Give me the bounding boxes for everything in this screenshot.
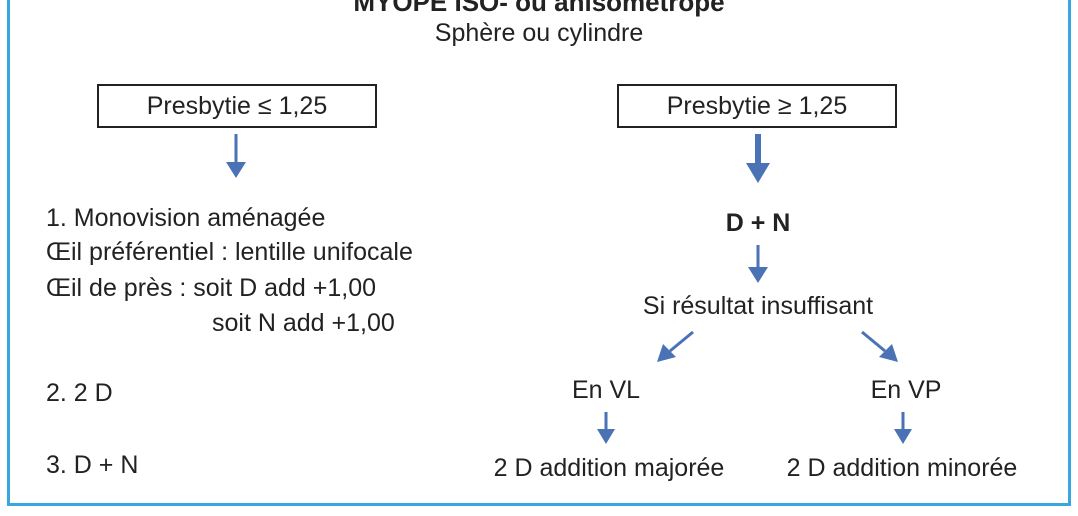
- box-presbytie-low-label: Presbytie ≤ 1,25: [146, 92, 328, 120]
- arrow-down-icon: [226, 134, 246, 178]
- arrow-down-bold-icon: [746, 134, 770, 183]
- monovision-title: 1. Monovision aménagée: [46, 204, 326, 232]
- result-addition-minoree: 2 D addition minorée: [786, 454, 1018, 482]
- branch-vl: En VL: [571, 376, 641, 404]
- box-presbytie-high: Presbytie ≥ 1,25: [617, 84, 897, 128]
- condition-insufficient: Si résultat insuffisant: [642, 292, 874, 320]
- step-d-plus-n: D + N: [725, 209, 791, 237]
- branch-vp: En VP: [870, 376, 942, 404]
- diagram-title: MYOPE ISO- ou anisométrope: [353, 0, 725, 17]
- option-2d: 2. 2 D: [46, 379, 113, 407]
- box-presbytie-high-label: Presbytie ≥ 1,25: [666, 92, 848, 120]
- arrow-diagonal-right-icon: [861, 330, 898, 362]
- box-presbytie-low: Presbytie ≤ 1,25: [97, 84, 377, 128]
- arrow-down-icon: [748, 245, 768, 283]
- arrow-down-icon: [894, 412, 912, 444]
- diagram-subtitle: Sphère ou cylindre: [434, 19, 644, 47]
- monovision-near-eye: Œil de près : soit D add +1,00: [46, 274, 377, 302]
- arrow-diagonal-left-icon: [657, 330, 694, 362]
- arrow-down-icon: [597, 412, 615, 444]
- option-d-plus-n: 3. D + N: [46, 451, 139, 479]
- result-addition-majoree: 2 D addition majorée: [493, 454, 725, 482]
- monovision-preferred-eye: Œil préférentiel : lentille unifocale: [46, 238, 413, 266]
- monovision-near-eye-alt: soit N add +1,00: [212, 309, 395, 337]
- diagram-frame: [7, 0, 1071, 506]
